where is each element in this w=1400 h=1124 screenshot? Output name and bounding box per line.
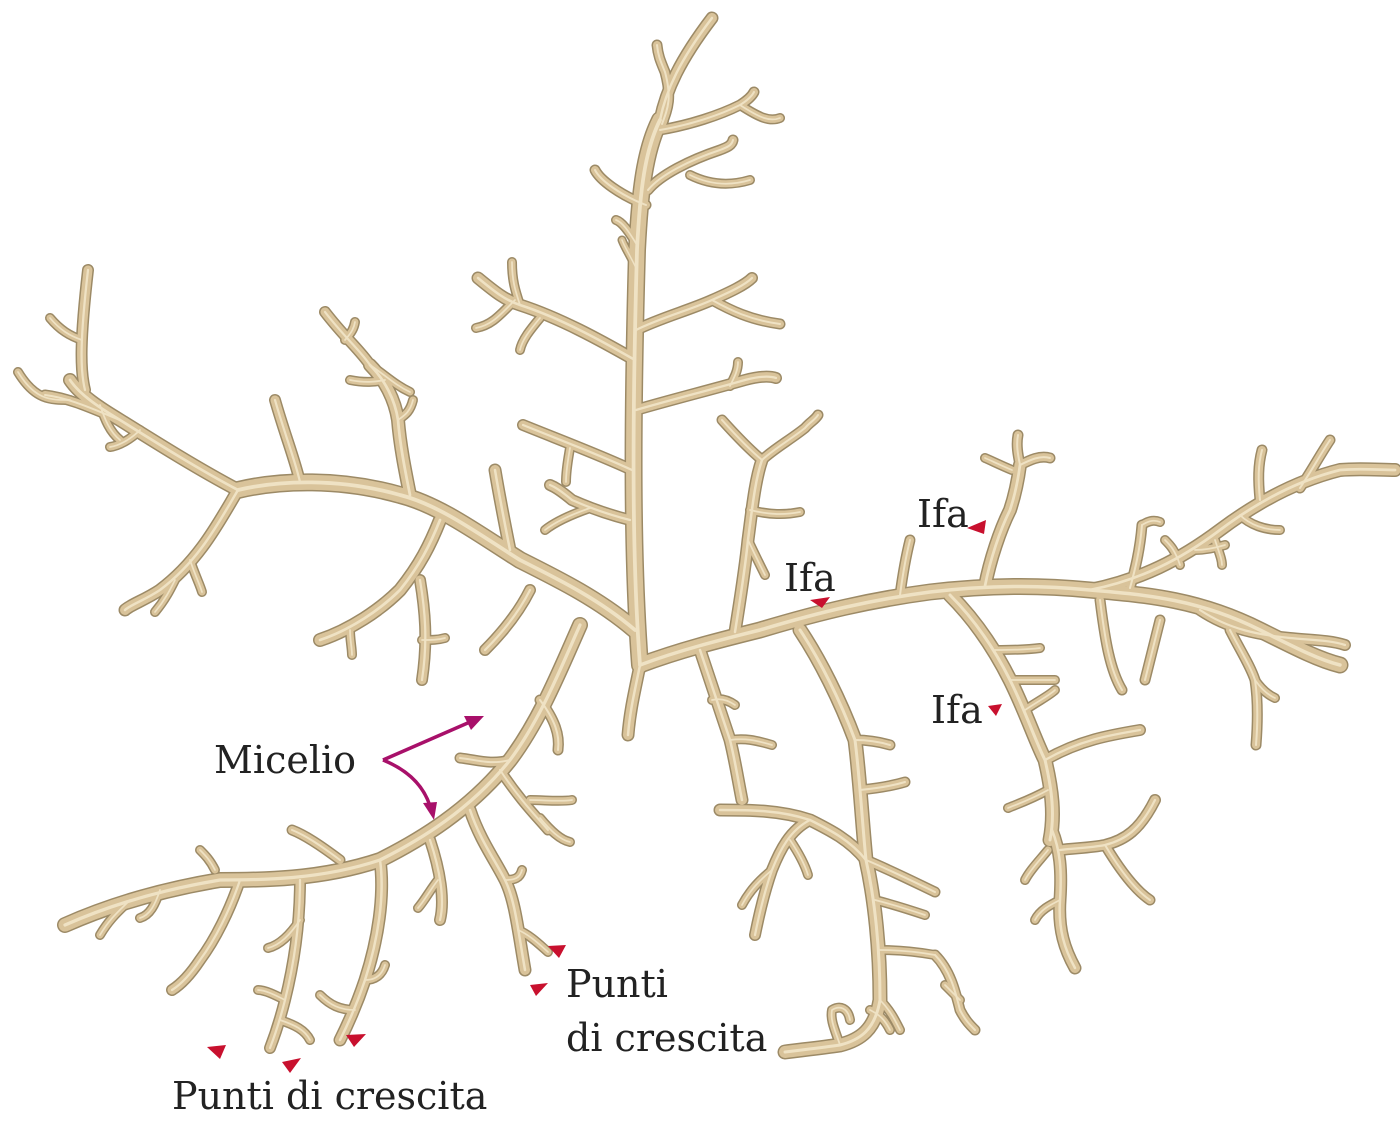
ifa-label-middle: Ifa <box>784 556 836 600</box>
hypha-branch-highlight <box>325 312 370 365</box>
hypha-branch-highlight <box>1008 790 1048 808</box>
hypha-branch-highlight <box>1025 690 1055 710</box>
growth-points-label-right-line2: di crescita <box>566 1016 767 1060</box>
hyphae-outline <box>18 18 1395 1052</box>
growth-points-label-right-line1: Punti <box>566 962 668 1006</box>
hypha-branch <box>470 810 525 970</box>
hypha-branch-highlight <box>418 880 438 908</box>
hypha-branch-highlight <box>1025 850 1048 880</box>
hyphae-network <box>18 18 1395 1052</box>
growth-marker-bottom-1 <box>207 1045 226 1059</box>
growth-marker-right-2 <box>530 983 548 996</box>
ifa-marker-3 <box>988 704 1002 716</box>
micelio-arrowhead-down <box>423 802 437 820</box>
hypha-branch <box>1105 845 1150 900</box>
growth-marker-bottom-3 <box>346 1034 366 1047</box>
hypha-branch <box>485 590 530 650</box>
micelio-arrow-down <box>383 760 430 806</box>
growth-points-label-bottom: Punti di crescita <box>172 1074 487 1118</box>
hypha-branch-highlight <box>523 425 632 470</box>
ifa-label-lower: Ifa <box>931 688 983 732</box>
hyphae-highlight <box>18 18 1395 1052</box>
hypha-branch-outline <box>125 490 238 610</box>
growth-marker-bottom-2 <box>282 1058 301 1073</box>
hypha-branch-highlight <box>530 800 572 801</box>
ifa-marker-1 <box>967 520 986 534</box>
hypha-branch-highlight <box>275 400 300 482</box>
micelio-label: Micelio <box>214 738 356 782</box>
ifa-label-top: Ifa <box>917 492 969 536</box>
hypha-branch-highlight <box>722 420 762 460</box>
